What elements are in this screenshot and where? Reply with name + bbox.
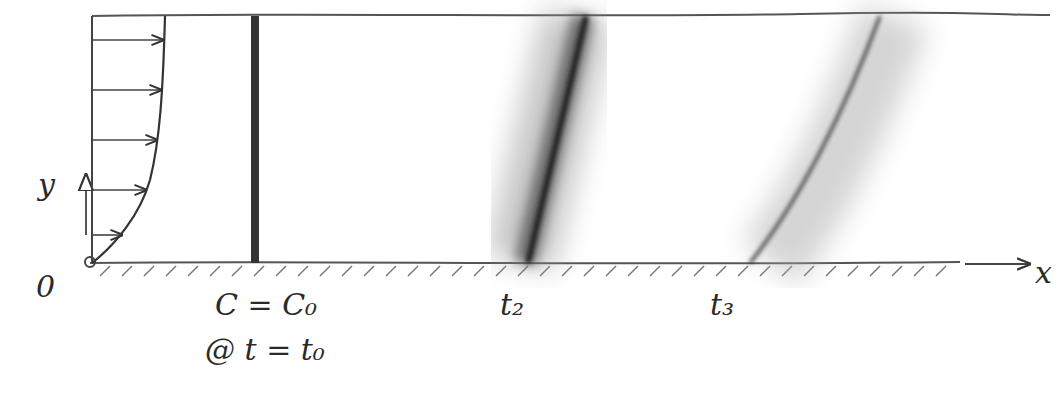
hatch-stroke: [496, 266, 506, 276]
hatch-stroke: [276, 266, 286, 276]
velocity-arrow: [92, 189, 146, 191]
hatch-stroke: [386, 266, 396, 276]
velocity-arrow: [92, 89, 161, 91]
hatch-stroke: [760, 266, 770, 276]
velocity-arrow: [92, 234, 122, 236]
x-axis-arrow: [965, 263, 1030, 265]
hatch-stroke: [320, 266, 330, 276]
hatch-stroke: [606, 266, 616, 276]
hatch-stroke: [188, 266, 198, 276]
hatch-stroke: [474, 266, 484, 276]
velocity-arrow: [92, 139, 157, 141]
plume-t3-spread: [770, 16, 895, 263]
hatch-stroke: [738, 266, 748, 276]
time-label: t₃: [710, 290, 734, 320]
time-label: @ t = t₀: [205, 335, 325, 365]
hatch-stroke: [650, 266, 660, 276]
hatch-stroke: [694, 266, 704, 276]
plume-t2-center: [528, 16, 586, 263]
hatch-stroke: [518, 266, 528, 276]
hatch-stroke: [166, 266, 176, 276]
y-axis-arrow: [85, 182, 87, 235]
initial-slug: [251, 16, 259, 263]
wall-hatching: [100, 266, 946, 276]
hatch-stroke: [122, 266, 132, 276]
hatch-stroke: [826, 266, 836, 276]
hatch-stroke: [298, 266, 308, 276]
hatch-stroke: [848, 266, 858, 276]
hatch-stroke: [584, 266, 594, 276]
hatch-stroke: [452, 266, 462, 276]
hatch-stroke: [430, 266, 440, 276]
plume-t3-front: [750, 16, 880, 263]
hatch-stroke: [232, 266, 242, 276]
hatch-stroke: [210, 266, 220, 276]
hatch-stroke: [342, 266, 352, 276]
hatch-stroke: [716, 266, 726, 276]
concentration-label: C = C₀: [215, 290, 317, 320]
origin-label: 0: [36, 272, 55, 302]
hatch-stroke: [936, 266, 946, 276]
time-label: t₂: [500, 290, 524, 320]
hatch-stroke: [562, 266, 572, 276]
velocity-arrow: [92, 39, 163, 41]
axis-label: y: [38, 170, 55, 200]
hatch-stroke: [408, 266, 418, 276]
hatch-stroke: [914, 266, 924, 276]
hatch-stroke: [364, 266, 374, 276]
hatch-stroke: [144, 266, 154, 276]
hatch-stroke: [100, 266, 110, 276]
hatch-stroke: [870, 266, 880, 276]
velocity-profile: [92, 16, 165, 263]
hatch-stroke: [628, 266, 638, 276]
hatch-stroke: [254, 266, 264, 276]
hatch-stroke: [672, 266, 682, 276]
hatch-stroke: [892, 266, 902, 276]
axis-label: x: [1035, 258, 1052, 288]
